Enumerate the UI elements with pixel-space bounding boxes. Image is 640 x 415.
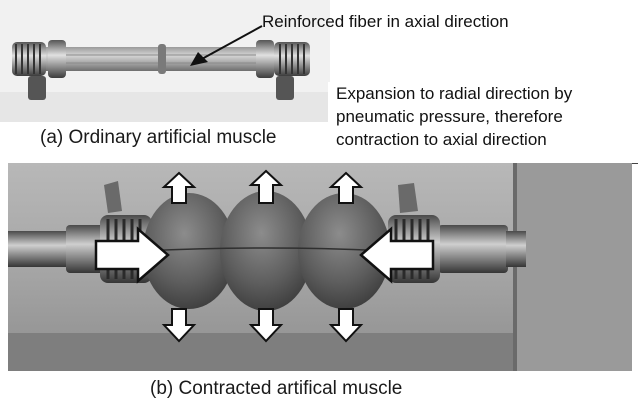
- caption-contracted-muscle: (b) Contracted artifical muscle: [150, 378, 403, 399]
- expansion-note: Expansion to radial direction by pneumat…: [328, 82, 638, 164]
- expansion-note-line: Expansion to radial direction by: [336, 84, 573, 103]
- reinforced-fiber-label: Reinforced fiber in axial direction: [262, 12, 509, 31]
- ordinary-muscle-photo: [0, 0, 330, 122]
- expansion-note-line: contraction to axial direction: [336, 130, 547, 149]
- expansion-note-line: pneumatic pressure, therefore: [336, 107, 563, 126]
- caption-ordinary-muscle: (a) Ordinary artificial muscle: [40, 127, 277, 148]
- contracted-muscle-photo: [8, 163, 632, 371]
